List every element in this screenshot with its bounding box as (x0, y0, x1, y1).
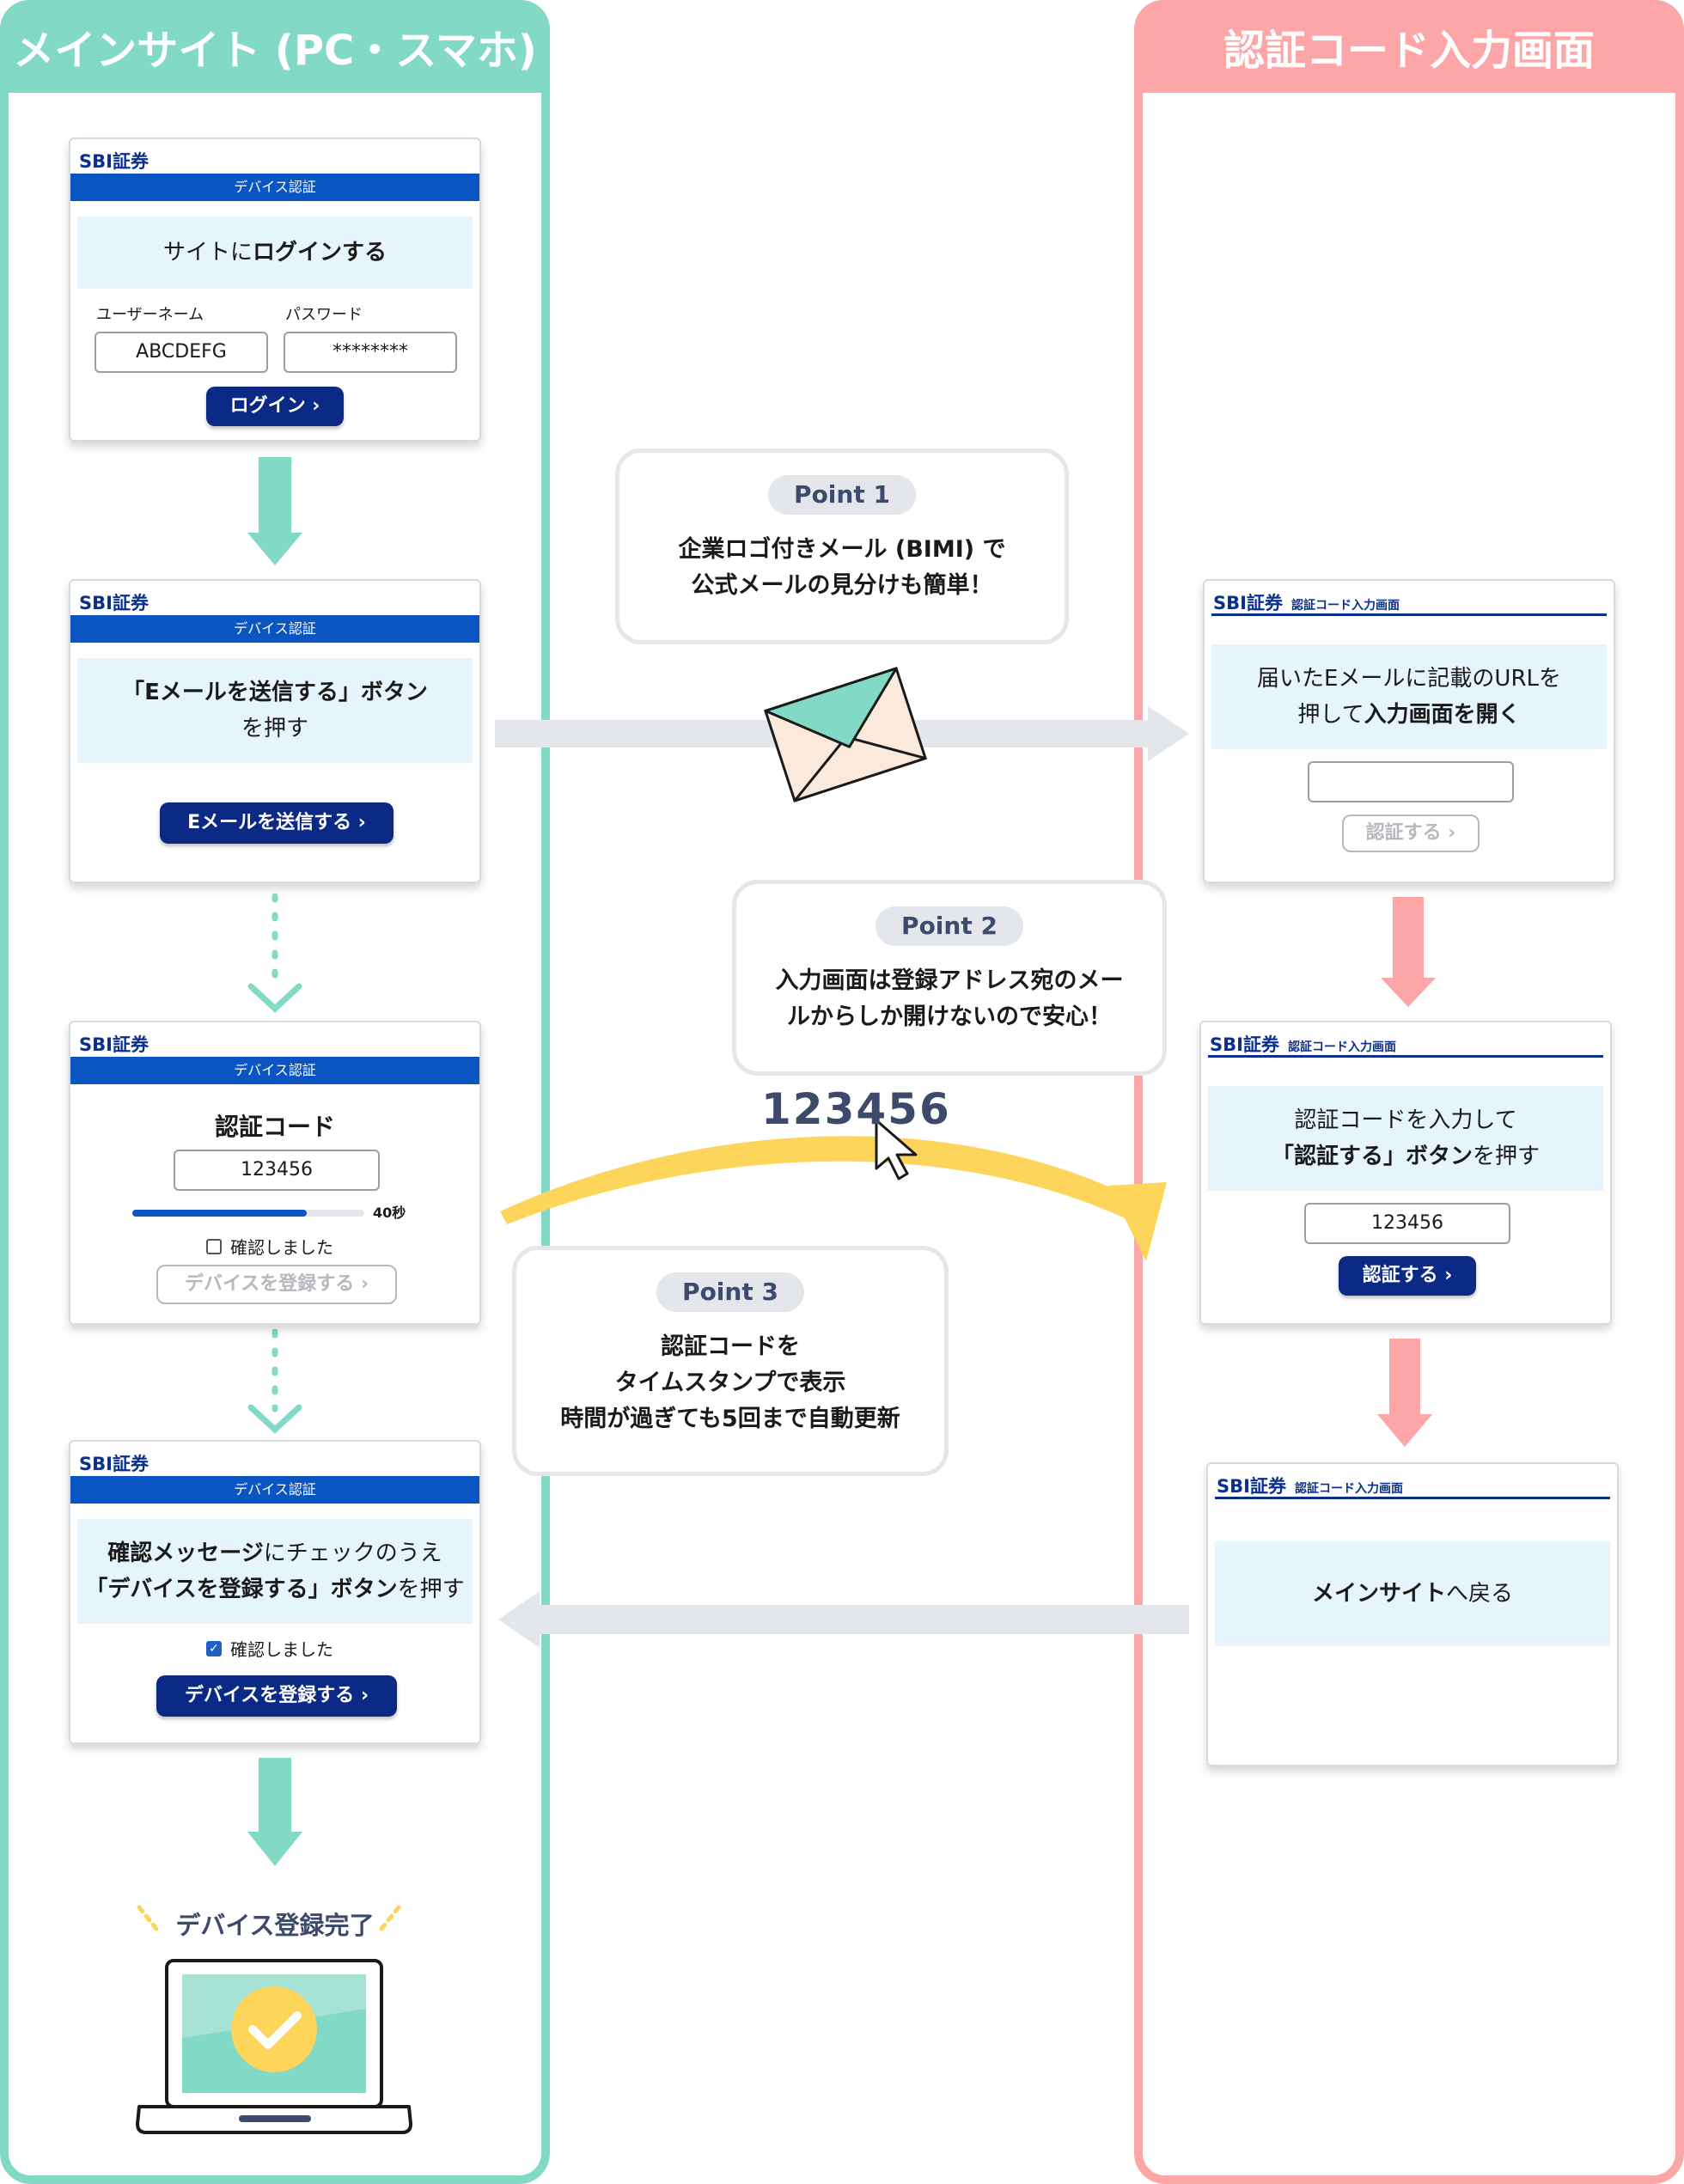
register-device-button[interactable]: デバイスを登録する › (156, 1675, 397, 1717)
send-email-card: SBI証券 デバイス認証 「Eメールを送信する」ボタン を押す Eメールを送信す… (69, 579, 481, 883)
brand-logo: SBI証券 (79, 151, 149, 172)
verify-button[interactable]: 認証する › (1339, 1256, 1476, 1296)
password-label: パスワード (285, 306, 363, 324)
code-entry-lane: 認証コード入力画面 (1134, 0, 1684, 2184)
header-rule (1211, 613, 1607, 616)
verify-button-disabled[interactable]: 認証する › (1342, 814, 1480, 852)
arrow-return-to-main (498, 1591, 1189, 1648)
send-email-instruction: 「Eメールを送信する」ボタン を押す (77, 658, 473, 763)
brand-logo: SBI証券 (79, 1454, 149, 1474)
enter-code-card: SBI証券認証コード入力画面 認証コードを入力して 「認証する」ボタンを押す 1… (1199, 1021, 1612, 1325)
point-3-text: 認証コードをタイムスタンプで表示時間が過ぎても5回まで自動更新 (560, 1333, 900, 1432)
code-display-field: 123456 (174, 1150, 380, 1191)
point-2-text: 入力画面は登録アドレス宛のメールからしか開けないので安心！ (775, 967, 1124, 1030)
enter-code-instruction: 認証コードを入力して 「認証する」ボタンを押す (1208, 1086, 1603, 1191)
return-instruction: メインサイトへ戻る (1215, 1541, 1610, 1646)
header-rule (1208, 1055, 1603, 1058)
sparkle-left-icon (137, 1905, 162, 1936)
open-entry-screen-card: SBI証券認証コード入力画面 届いたEメールに記載のURLを 押して入力画面を開… (1203, 579, 1615, 883)
point-2-bubble: Point 2 入力画面は登録アドレス宛のメールからしか開けないので安心！ (732, 880, 1167, 1076)
floating-code-text: 123456 (761, 1084, 951, 1134)
password-field[interactable]: ******** (284, 332, 457, 373)
login-card: SBI証券 デバイス認証 サイトにログインする ユーザーネーム ABCDEFG … (69, 137, 481, 442)
header-rule (1215, 1497, 1610, 1499)
register-instruction: 確認メッセージにチェックのうえ 「デバイスを登録する」ボタンを押す (77, 1519, 473, 1624)
confirm-checkbox[interactable] (206, 1238, 222, 1254)
code-input-field[interactable]: 123456 (1304, 1203, 1510, 1244)
dashed-arrow-email-to-code (247, 893, 302, 1013)
arrow-login-to-email (247, 457, 302, 565)
verification-code-card: SBI証券 デバイス認証 認証コード 123456 40秒 確認しました デバイ… (69, 1021, 481, 1325)
register-device-button-disabled[interactable]: デバイスを登録する › (156, 1265, 397, 1304)
point-2-badge: Point 2 (876, 906, 1023, 946)
timer-progress-bar (132, 1210, 364, 1217)
point-1-bubble: Point 1 企業ロゴ付きメール (BIMI) で公式メールの見分けも簡単！ (615, 448, 1069, 644)
main-site-lane-title: メインサイト (PC・スマホ) (0, 0, 550, 93)
brand-logo: SBI証券認証コード入力画面 (1217, 1476, 1403, 1497)
arrow-enter-to-return (1377, 1339, 1432, 1447)
point-3-badge: Point 3 (656, 1272, 804, 1312)
card-header-bar: デバイス認証 (70, 174, 479, 201)
code-title: 認証コード (214, 1113, 335, 1141)
timer-progress-fill (132, 1210, 307, 1217)
confirm-checkbox-checked[interactable]: ✓ (206, 1640, 222, 1656)
register-device-card: SBI証券 デバイス認証 確認メッセージにチェックのうえ 「デバイスを登録する」… (69, 1440, 481, 1744)
confirm-checkbox-row[interactable]: 確認しました (206, 1234, 333, 1259)
brand-logo: SBI証券 (79, 593, 149, 613)
username-label: ユーザーネーム (96, 306, 204, 324)
card-header-bar: デバイス認証 (70, 1057, 479, 1084)
open-url-instruction: 届いたEメールに記載のURLを 押して入力画面を開く (1211, 644, 1607, 749)
main-site-lane: メインサイト (PC・スマホ) (0, 0, 550, 2184)
device-registration-complete-label: デバイス登録完了 (175, 1911, 375, 1940)
dashed-arrow-code-to-register (247, 1328, 302, 1434)
brand-logo: SBI証券認証コード入力画面 (1213, 593, 1400, 613)
laptop-checkmark-icon (136, 1959, 412, 2134)
yellow-curve-arrow (500, 1136, 1167, 1261)
send-email-button[interactable]: Eメールを送信する › (160, 802, 394, 844)
arrow-register-to-complete (247, 1758, 302, 1866)
username-field[interactable]: ABCDEFG (95, 332, 268, 373)
code-input-empty[interactable] (1308, 761, 1514, 802)
brand-logo: SBI証券 (79, 1034, 149, 1055)
sparkle-right-icon (375, 1905, 401, 1936)
timer-label: 40秒 (373, 1205, 406, 1221)
card-header-bar: デバイス認証 (70, 1476, 479, 1504)
envelope-icon (764, 667, 927, 802)
code-entry-lane-title: 認証コード入力画面 (1134, 0, 1684, 93)
confirm-checkbox-row[interactable]: ✓ 確認しました (206, 1636, 333, 1661)
login-button[interactable]: ログイン › (206, 387, 344, 426)
mouse-cursor-icon (875, 1119, 918, 1180)
return-to-main-card: SBI証券認証コード入力画面 メインサイトへ戻る (1206, 1462, 1619, 1766)
arrow-open-to-enter (1381, 897, 1436, 1007)
point-1-text: 企業ロゴ付きメール (BIMI) で公式メールの見分けも簡単！ (678, 536, 1006, 599)
card-header-bar: デバイス認証 (70, 615, 479, 643)
login-instruction: サイトにログインする (77, 217, 473, 289)
point-1-badge: Point 1 (768, 475, 916, 515)
brand-logo: SBI証券認証コード入力画面 (1210, 1034, 1396, 1055)
point-3-bubble: Point 3 認証コードをタイムスタンプで表示時間が過ぎても5回まで自動更新 (512, 1246, 949, 1476)
